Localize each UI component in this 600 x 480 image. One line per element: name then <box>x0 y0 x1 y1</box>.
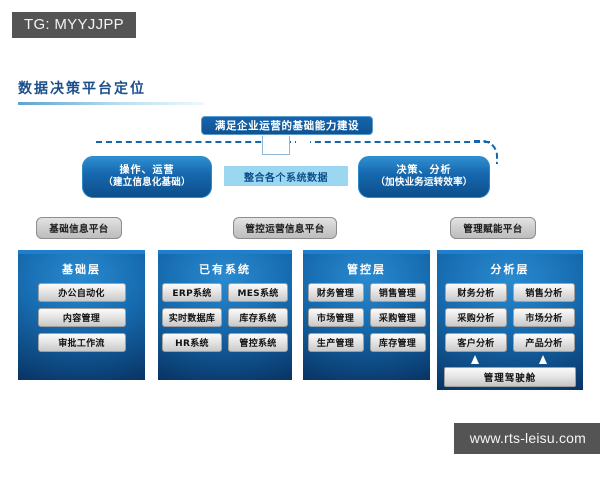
top-capability-capsule: 满足企业运营的基础能力建设 <box>201 116 373 135</box>
management-cockpit-bar[interactable]: 管理驾驶舱 <box>444 367 576 387</box>
panel-existing-systems-title: 已有系统 <box>199 263 251 276</box>
arrow-up-icon <box>471 355 479 364</box>
goal-pill-operations-line1: 操作、运营 <box>119 164 175 176</box>
title-underline-rule <box>18 102 204 105</box>
slide-title-block: 数据决策平台定位 <box>18 82 218 105</box>
connector-gap <box>296 139 310 144</box>
chip-item[interactable]: HR系统 <box>162 333 222 352</box>
chip-item[interactable]: 销售管理 <box>369 283 426 302</box>
panel-control-layer-title: 管控层 <box>347 263 386 276</box>
connector-curve <box>474 140 498 164</box>
arrow-up-icon <box>539 355 547 364</box>
chip-item[interactable]: 财务分析 <box>445 283 507 302</box>
goal-pill-operations: 操作、运营 （建立信息化基础） <box>82 156 212 198</box>
chip-item[interactable]: 内容管理 <box>37 308 126 327</box>
chip-item[interactable]: 采购分析 <box>445 308 507 327</box>
platform-label-basic: 基础信息平台 <box>36 217 122 239</box>
panel-foundation-layer: 基础层 办公自动化 内容管理 审批工作流 <box>18 250 145 380</box>
panel-analysis-layer-chips: 财务分析 销售分析 采购分析 市场分析 客户分析 产品分析 <box>445 283 575 352</box>
chip-item[interactable]: 销售分析 <box>513 283 575 302</box>
chip-item[interactable]: 市场分析 <box>513 308 575 327</box>
chip-item[interactable]: 产品分析 <box>513 333 575 352</box>
integration-tag: 整合各个系统数据 <box>224 166 348 186</box>
chip-item[interactable]: ERP系统 <box>162 283 222 302</box>
chip-item[interactable]: 采购管理 <box>369 308 426 327</box>
page-title: 数据决策平台定位 <box>18 81 146 97</box>
site-watermark-badge: www.rts-leisu.com <box>453 423 600 454</box>
panel-analysis-layer-title: 分析层 <box>490 263 530 276</box>
panel-foundation-title: 基础层 <box>62 263 101 276</box>
chip-item[interactable]: 办公自动化 <box>37 283 126 302</box>
chip-item[interactable]: 库存系统 <box>228 308 288 327</box>
platform-label-enable: 管理赋能平台 <box>450 217 536 239</box>
chip-item[interactable]: 审批工作流 <box>37 333 126 352</box>
tg-watermark-badge: TG: MYYJJPP <box>12 12 136 38</box>
panel-existing-systems-chips: ERP系统 MES系统 实时数据库 库存系统 HR系统 管控系统 <box>162 283 288 352</box>
panel-foundation-chips: 办公自动化 内容管理 审批工作流 <box>37 283 126 352</box>
goal-pill-decision-line2: （加快业务运转效率） <box>375 177 473 189</box>
goal-pill-operations-line2: （建立信息化基础） <box>103 177 191 189</box>
panel-control-layer-chips: 财务管理 销售管理 市场管理 采购管理 生产管理 库存管理 <box>307 283 426 352</box>
chip-item[interactable]: MES系统 <box>228 283 288 302</box>
chip-item[interactable]: 客户分析 <box>445 333 507 352</box>
panel-control-layer: 管控层 财务管理 销售管理 市场管理 采购管理 生产管理 库存管理 <box>303 250 430 380</box>
connector-bracket <box>262 136 290 155</box>
dashed-connector-line <box>96 141 490 143</box>
slide-canvas: 数据决策平台定位 满足企业运营的基础能力建设 操作、运营 （建立信息化基础） 整… <box>0 62 600 412</box>
platform-label-control: 管控运营信息平台 <box>233 217 337 239</box>
chip-item[interactable]: 市场管理 <box>307 308 364 327</box>
layer-panels-row: 基础层 办公自动化 内容管理 审批工作流 已有系统 ERP系统 MES系统 实时… <box>0 250 600 390</box>
goal-pill-decision-line1: 决策、分析 <box>396 164 452 176</box>
cockpit-arrows <box>443 355 577 365</box>
chip-item[interactable]: 库存管理 <box>369 333 426 352</box>
chip-item[interactable]: 财务管理 <box>307 283 364 302</box>
chip-item[interactable]: 生产管理 <box>307 333 364 352</box>
chip-item[interactable]: 管控系统 <box>228 333 288 352</box>
goal-pill-decision: 决策、分析 （加快业务运转效率） <box>358 156 490 198</box>
panel-existing-systems: 已有系统 ERP系统 MES系统 实时数据库 库存系统 HR系统 管控系统 <box>158 250 292 380</box>
chip-item[interactable]: 实时数据库 <box>162 308 222 327</box>
panel-analysis-layer: 分析层 财务分析 销售分析 采购分析 市场分析 客户分析 产品分析 管理驾驶舱 <box>437 250 583 390</box>
